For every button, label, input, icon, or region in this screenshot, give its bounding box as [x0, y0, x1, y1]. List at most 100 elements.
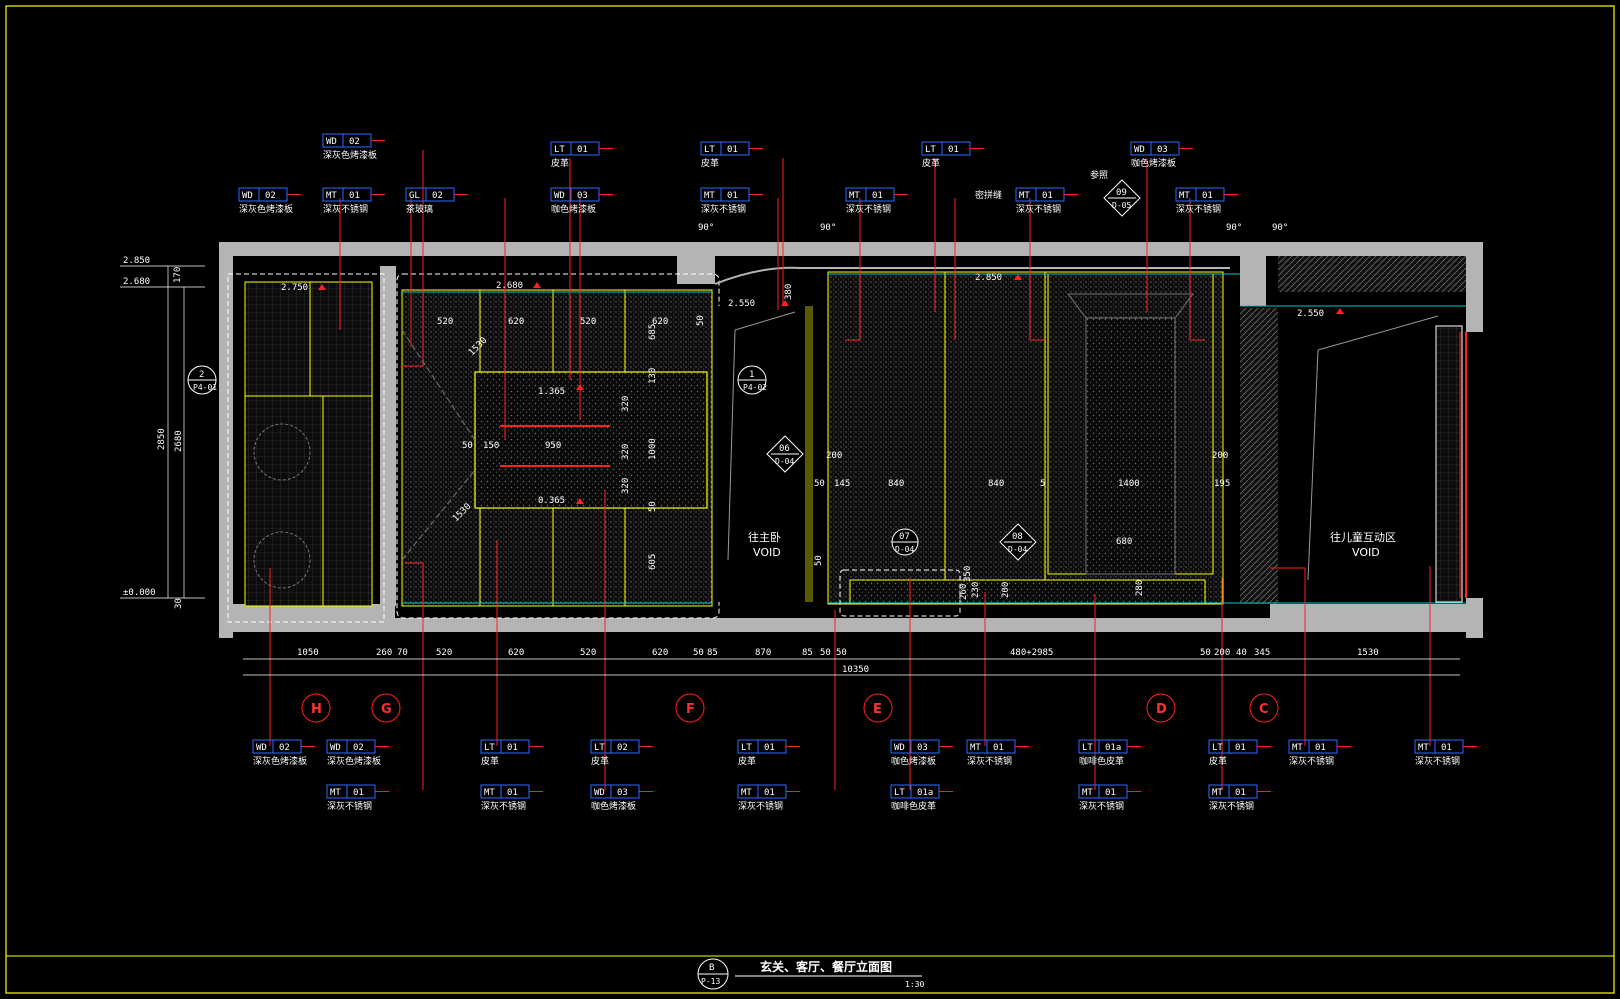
tag-code: WD	[256, 743, 267, 753]
tag-code: MT	[970, 743, 981, 753]
tag-material-name: 咖啡色皮革	[1079, 755, 1124, 767]
level-2850: 2.850	[123, 256, 150, 266]
svg-text:200: 200	[1001, 582, 1011, 598]
tag-material-name: 咖色烤漆板	[1131, 157, 1176, 169]
tag-code: MT	[1212, 788, 1223, 798]
tag-material-name: 深灰不锈钢	[1079, 800, 1124, 812]
vdim-30: 30	[174, 598, 184, 609]
tag-number: 01	[1441, 743, 1452, 753]
tag-material-name: 皮革	[551, 157, 569, 169]
svg-text:D-04: D-04	[1008, 545, 1027, 554]
svg-text:2: 2	[199, 370, 204, 380]
tag-number: 01	[1042, 191, 1053, 201]
svg-text:200: 200	[1214, 648, 1230, 658]
axis-e: E	[873, 702, 882, 717]
material-tag: LT 01 皮革	[1208, 739, 1271, 767]
svg-text:870: 870	[755, 648, 771, 658]
tag-code: MT	[849, 191, 860, 201]
svg-text:50: 50	[693, 648, 704, 658]
svg-text:85: 85	[707, 648, 718, 658]
total-dim: 10350	[842, 665, 869, 675]
void-note-master-sub: VOID	[753, 546, 781, 559]
tag-material-name: 咖色烤漆板	[551, 203, 596, 215]
tag-material-name: 深灰不锈钢	[1289, 755, 1334, 767]
tag-number: 01	[872, 191, 883, 201]
svg-text:605: 605	[648, 554, 658, 570]
tag-number: 01a	[1105, 743, 1121, 753]
tag-material-name: 深灰不锈钢	[738, 800, 783, 812]
tag-code: LT	[594, 743, 605, 753]
svg-text:50: 50	[696, 315, 706, 326]
svg-text:P4-01: P4-01	[193, 383, 217, 392]
tag-code: MT	[704, 191, 715, 201]
tag-number: 03	[1157, 145, 1168, 155]
angle-mark: 90°	[1272, 223, 1288, 233]
svg-text:40: 40	[1236, 648, 1247, 658]
tag-code: WD	[894, 743, 905, 753]
axis-g: G	[381, 702, 392, 717]
tag-number: 01	[507, 788, 518, 798]
tag-code: WD	[594, 788, 605, 798]
tag-material-name: 深灰不锈钢	[846, 203, 891, 215]
svg-text:320: 320	[621, 396, 631, 412]
tv-wall	[396, 273, 720, 619]
svg-text:230: 230	[971, 582, 981, 598]
tag-number: 01	[727, 191, 738, 201]
axis-c: C	[1259, 702, 1269, 717]
angle-mark: 90°	[1226, 223, 1242, 233]
tag-number: 01	[349, 191, 360, 201]
tag-code: MT	[330, 788, 341, 798]
tag-material-name: 茶玻璃	[406, 203, 433, 215]
tag-material-name: 深灰不锈钢	[967, 755, 1012, 767]
svg-text:620: 620	[508, 648, 524, 658]
tag-material-name: 深灰色烤漆板	[253, 755, 307, 767]
tag-code: WD	[330, 743, 341, 753]
tag-code: MT	[741, 788, 752, 798]
tag-number: 02	[617, 743, 628, 753]
svg-text:280: 280	[1135, 580, 1145, 596]
void-note-master: 往主卧	[748, 530, 781, 544]
tag-material-name: 深灰色烤漆板	[323, 149, 377, 161]
tag-number: 01	[1235, 743, 1246, 753]
svg-text:620: 620	[508, 317, 524, 327]
ref-note: 参照	[1090, 169, 1108, 181]
sheet-border	[5, 5, 1615, 994]
tag-code: LT	[1212, 743, 1223, 753]
tag-number: 02	[265, 191, 276, 201]
tag-code: WD	[1134, 145, 1145, 155]
tag-code: MT	[1019, 191, 1030, 201]
svg-text:685: 685	[648, 324, 658, 340]
inner-level: 2.550	[728, 299, 755, 309]
tag-code: MT	[1082, 788, 1093, 798]
tag-code: LT	[484, 743, 495, 753]
tag-number: 01	[727, 145, 738, 155]
void-note-kids-sub: VOID	[1352, 546, 1380, 559]
svg-text:840: 840	[988, 479, 1004, 489]
tag-number: 01	[764, 743, 775, 753]
tag-code: WD	[554, 191, 565, 201]
svg-text:50: 50	[648, 501, 658, 512]
material-tag: WD 03 咖色烤漆板	[1130, 141, 1193, 169]
tag-material-name: 皮革	[1209, 755, 1227, 767]
tag-material-name: 深灰不锈钢	[481, 800, 526, 812]
material-tag: MT 01 深灰不锈钢	[845, 187, 908, 215]
inner-level: 2.550	[1297, 309, 1324, 319]
grid-axes	[301, 693, 1279, 723]
inner-level: 2.680	[496, 281, 523, 291]
svg-text:D-04: D-04	[775, 457, 794, 466]
